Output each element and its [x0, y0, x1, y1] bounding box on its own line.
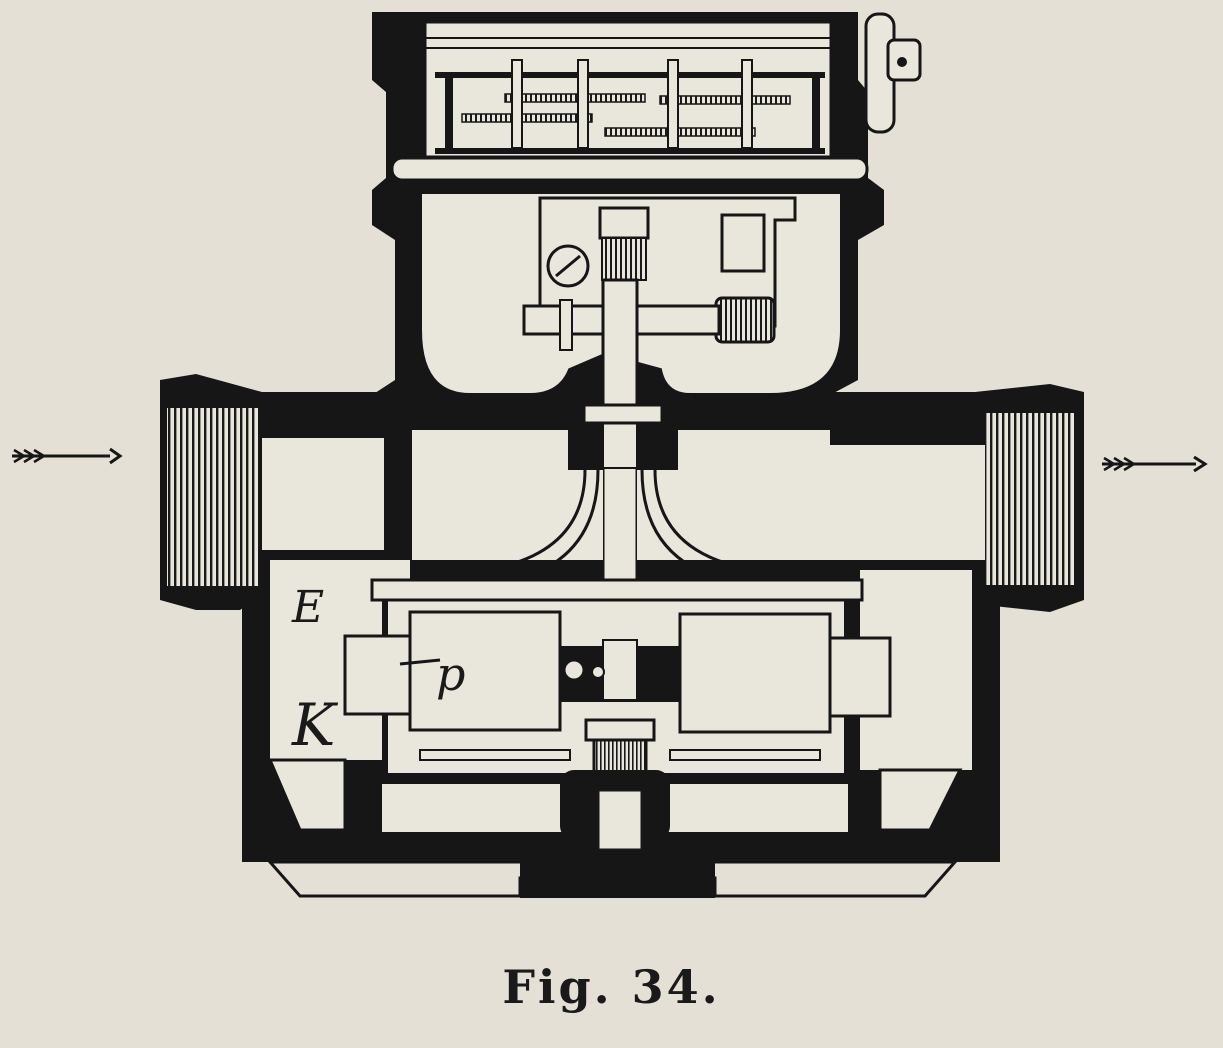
register-gear-train: [461, 59, 791, 149]
label-piston-p: p: [436, 647, 465, 701]
lid-hinge: [864, 12, 922, 134]
label-chamber-k: K: [291, 691, 339, 759]
outlet-passage: [811, 445, 985, 560]
outlet-arrow: [1102, 455, 1208, 473]
outlet-thread: [979, 407, 1081, 591]
figure-caption: Fig. 34.: [502, 960, 721, 1014]
labels: E K p: [291, 582, 465, 759]
left-piston: [408, 610, 562, 732]
middle-chamber: [412, 430, 830, 560]
piston-chamber: [267, 560, 972, 852]
inlet-passage: [262, 438, 384, 550]
label-chamber-e: E: [291, 582, 324, 633]
inlet-arrow: [12, 447, 123, 465]
right-piston: [678, 612, 832, 734]
register-mechanism: [390, 20, 869, 182]
inlet-thread: [161, 402, 265, 592]
